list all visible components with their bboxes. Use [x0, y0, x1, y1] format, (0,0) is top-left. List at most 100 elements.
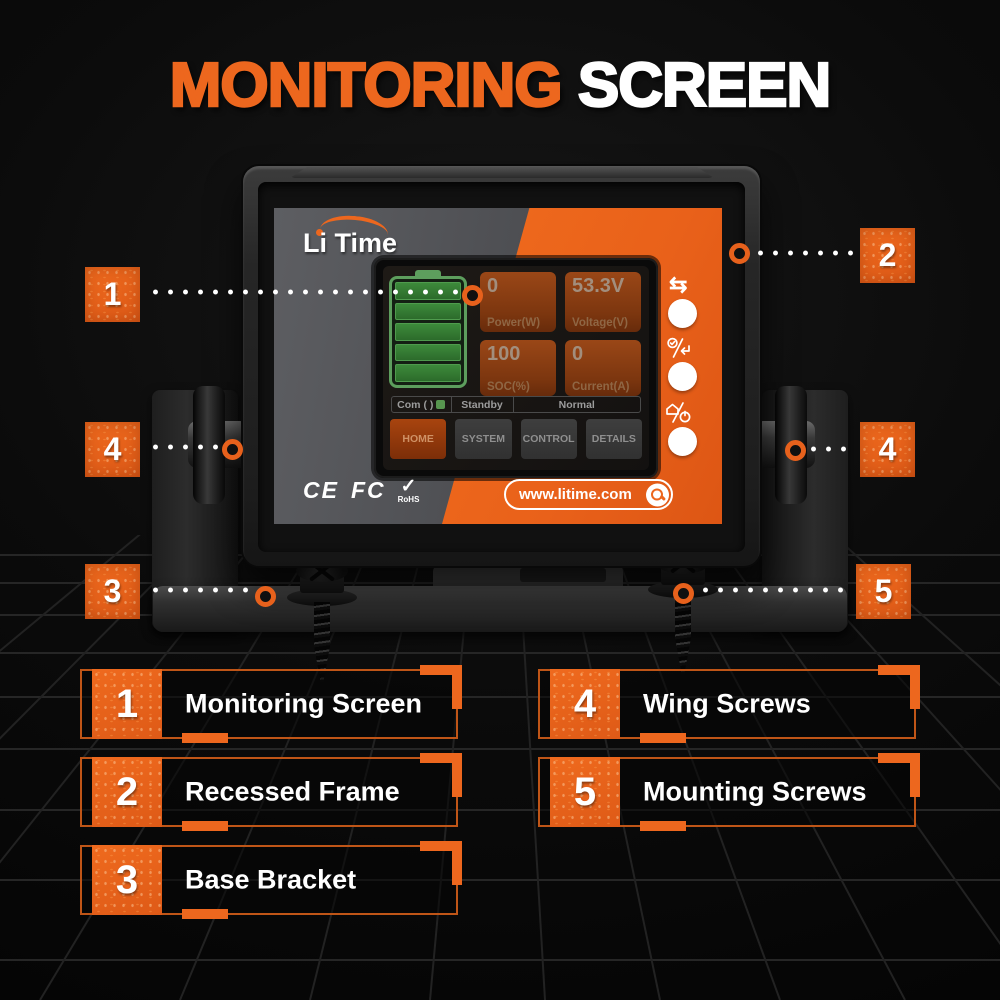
legend-label: Mounting Screws [643, 776, 867, 807]
callout-2-badge: 2 [860, 228, 915, 283]
callout-4-right-marker [785, 440, 806, 461]
litime-logo: Li Time [303, 228, 398, 258]
website-badge[interactable]: www.litime.com [504, 479, 673, 510]
current-label: Current(A) [572, 381, 630, 393]
nav-system-button[interactable]: SYSTEM [455, 419, 512, 459]
callout-4-left-marker [222, 439, 243, 460]
current-tile: 0 Current(A) [565, 340, 641, 396]
legend-foot-accent [640, 733, 686, 743]
callout-3-badge: 3 [85, 564, 140, 619]
title-word-monitoring: MONITORING [169, 50, 564, 122]
legend-foot-accent [182, 733, 228, 743]
com-led-icon [436, 400, 446, 409]
legend-number-badge: 1 [92, 669, 162, 739]
base-bracket-slot [520, 568, 606, 582]
legend-corner-accent [420, 841, 462, 885]
ce-mark-icon: CE [303, 477, 339, 503]
nav-home-button[interactable]: HOME [390, 419, 447, 459]
legend-label: Wing Screws [643, 688, 811, 719]
battery-cell [395, 364, 461, 382]
battery-cell [395, 323, 461, 341]
rohs-label: RoHS [397, 495, 420, 504]
power-value: 0 [487, 275, 499, 297]
legend-item-recessed-frame: 2 Recessed Frame [80, 753, 462, 831]
legend-foot-accent [182, 821, 228, 831]
magnifier-lens [651, 488, 663, 500]
legend-label: Monitoring Screen [185, 688, 423, 719]
legend-item-base-bracket: 3 Base Bracket [80, 841, 462, 919]
soc-tile: 100 SOC(%) [480, 340, 556, 396]
callout-4-left-line [148, 444, 220, 450]
callout-1-line [148, 289, 460, 295]
callout-2-line [753, 250, 853, 256]
soc-label: SOC(%) [487, 381, 530, 393]
legend-foot-accent [182, 909, 228, 919]
screw-thread [314, 602, 330, 682]
fcc-mark-icon: FC [350, 477, 386, 503]
nav-details-button[interactable]: DETAILS [585, 419, 642, 459]
status-com: Com ( ) [392, 397, 452, 412]
voltage-tile: 53.3V Voltage(V) [565, 272, 641, 332]
status-standby: Standby [452, 397, 514, 412]
callout-2-marker [729, 243, 750, 264]
legend-corner-accent [420, 753, 462, 797]
legend-label: Recessed Frame [185, 776, 400, 807]
callout-1-marker [462, 285, 483, 306]
website-url: www.litime.com [519, 486, 632, 503]
legend-corner-accent [420, 665, 462, 709]
callout-5-line [698, 587, 850, 593]
soc-value: 100 [487, 343, 521, 365]
screw-washer [287, 589, 357, 606]
callout-4-right-line [806, 446, 854, 452]
legend-item-monitoring-screen: 1 Monitoring Screen [80, 665, 462, 743]
mounting-screw-left [287, 556, 357, 696]
legend-foot-accent [640, 821, 686, 831]
page-title: MONITORING SCREEN [0, 50, 1000, 122]
rohs-mark-icon: ✓ RoHS [398, 477, 420, 504]
status-bar: Com ( ) Standby Normal [391, 396, 641, 413]
power-label: Power(W) [487, 317, 541, 329]
certification-marks: CE FC ✓ RoHS [303, 477, 419, 504]
legend-item-mounting-screws: 5 Mounting Screws [538, 753, 920, 831]
side-button-1[interactable] [668, 299, 697, 328]
legend-number-badge: 4 [550, 669, 620, 739]
side-button-3[interactable] [668, 427, 697, 456]
voltage-label: Voltage(V) [572, 317, 629, 329]
nav-button-row: HOME SYSTEM CONTROL DETAILS [390, 419, 642, 459]
legend-corner-accent [878, 753, 920, 797]
current-value: 0 [572, 343, 584, 365]
battery-cap [415, 270, 441, 279]
callout-5-badge: 5 [856, 564, 911, 619]
legend-number-badge: 3 [92, 845, 162, 915]
legend-number-badge: 2 [92, 757, 162, 827]
callout-3-marker [255, 586, 276, 607]
callout-5-marker [673, 583, 694, 604]
home-power-icon [666, 402, 691, 423]
callout-4-right-badge: 4 [860, 422, 915, 477]
title-word-screen [562, 51, 578, 120]
legend-corner-accent [878, 665, 920, 709]
side-button-2[interactable] [668, 362, 697, 391]
voltage-value: 53.3V [572, 275, 625, 297]
litime-logo-dot [316, 229, 323, 236]
legend-label: Base Bracket [185, 864, 357, 895]
power-tile: 0 Power(W) [480, 272, 556, 332]
swap-arrows-icon: ⇆ [669, 272, 688, 297]
magnifier-handle [659, 494, 667, 501]
com-label: Com [397, 398, 421, 411]
battery-cell [395, 302, 461, 321]
com-brackets-icon: ( ) [423, 398, 434, 411]
check-icon: ✓ [400, 476, 417, 497]
nav-control-button[interactable]: CONTROL [520, 419, 577, 459]
monitoring-screen-lcd: 0 Power(W) 53.3V Voltage(V) 100 SOC(%) 0… [383, 266, 649, 470]
callout-3-line [148, 587, 250, 593]
callout-1-badge: 1 [85, 267, 140, 322]
confirm-return-icon [667, 337, 690, 358]
mounting-screw-right [648, 548, 718, 688]
magnifier-icon [646, 483, 669, 506]
screw-thread [675, 594, 691, 674]
title-word-screen: SCREEN [577, 50, 833, 122]
battery-cell [395, 343, 461, 362]
legend-item-wing-screws: 4 Wing Screws [538, 665, 920, 743]
